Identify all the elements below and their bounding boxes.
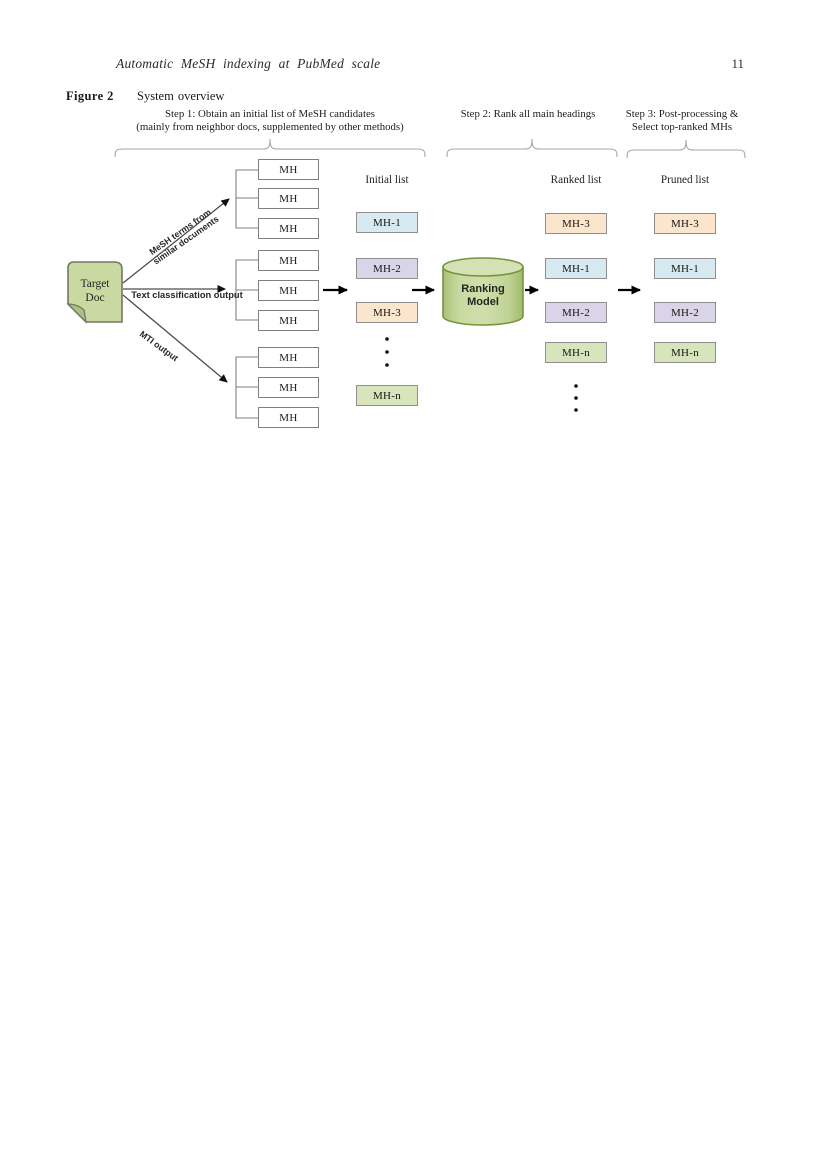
arrow-label-text-classification: Text classification output xyxy=(131,290,243,300)
brace-step1 xyxy=(114,138,426,158)
mh-box: MH xyxy=(258,280,319,301)
ranking-model-line2: Model xyxy=(467,296,499,308)
target-doc-line2: Doc xyxy=(85,292,105,304)
pruned-list-item: MH-2 xyxy=(654,302,716,323)
arrow-similar-docs xyxy=(122,198,230,284)
column-header-pruned: Pruned list xyxy=(660,174,710,186)
step2-header-line1: Step 2: Rank all main headings xyxy=(460,108,596,120)
pruned-list-item: MH-1 xyxy=(654,258,716,279)
step2-header: Step 2: Rank all main headings xyxy=(461,108,596,121)
arrow-mti xyxy=(122,294,228,383)
ranked-list-item: MH-1 xyxy=(545,258,607,279)
mh-box: MH xyxy=(258,250,319,271)
step1-header-line2: (mainly from neighbor docs, supplemented… xyxy=(136,121,404,133)
mh-box: MH xyxy=(258,310,319,331)
ranking-model-cylinder-top xyxy=(442,257,524,277)
initial-list-item: MH-3 xyxy=(356,302,418,323)
step1-header: Step 1: Obtain an initial list of MeSH c… xyxy=(136,108,403,134)
step3-header-line1: Step 3: Post-processing & xyxy=(625,108,739,120)
initial-list-item: MH-2 xyxy=(356,258,418,279)
brace-step2 xyxy=(446,138,618,158)
connector-group2 xyxy=(235,259,258,321)
initial-list-item: MH-n xyxy=(356,385,418,406)
brace-step3 xyxy=(626,139,746,159)
mh-box: MH xyxy=(258,159,319,180)
running-title: Automatic MeSH indexing at PubMed scale xyxy=(116,56,381,71)
column-header-initial: Initial list xyxy=(365,174,409,186)
initial-list-item: MH-1 xyxy=(356,212,418,233)
step3-header: Step 3: Post-processing & Select top-ran… xyxy=(626,108,738,134)
connector-group3 xyxy=(235,356,258,419)
ranked-list-item: MH-n xyxy=(545,342,607,363)
ranked-list-item: MH-3 xyxy=(545,213,607,234)
mh-box: MH xyxy=(258,377,319,398)
pruned-list-item: MH-3 xyxy=(654,213,716,234)
figure-caption: System overview xyxy=(137,89,225,103)
page-number: 11 xyxy=(731,56,744,71)
ranked-list-item: MH-2 xyxy=(545,302,607,323)
ellipsis-dots-initial xyxy=(385,337,389,367)
column-header-ranked: Ranked list xyxy=(550,174,602,186)
target-doc-label: Target Doc xyxy=(81,277,110,305)
target-doc-fold-icon xyxy=(66,303,87,324)
step3-header-line2: Select top-ranked MHs xyxy=(631,121,733,133)
ellipsis-dots-ranked xyxy=(574,384,578,412)
ranking-model-line1: Ranking xyxy=(461,283,505,295)
pruned-list-item: MH-n xyxy=(654,342,716,363)
figure-label: Figure 2 xyxy=(66,89,114,103)
diagram-graphics xyxy=(66,138,746,419)
mh-box: MH xyxy=(258,218,319,239)
ranking-model-label: Ranking Model xyxy=(461,283,504,309)
mh-box: MH xyxy=(258,347,319,368)
mh-box: MH xyxy=(258,188,319,209)
connector-group1 xyxy=(235,169,258,229)
mh-box: MH xyxy=(258,407,319,428)
target-doc-line1: Target xyxy=(80,278,110,290)
step1-header-line1: Step 1: Obtain an initial list of MeSH c… xyxy=(165,108,375,120)
target-doc-shape xyxy=(67,261,123,323)
ranking-model-cylinder xyxy=(442,266,524,326)
